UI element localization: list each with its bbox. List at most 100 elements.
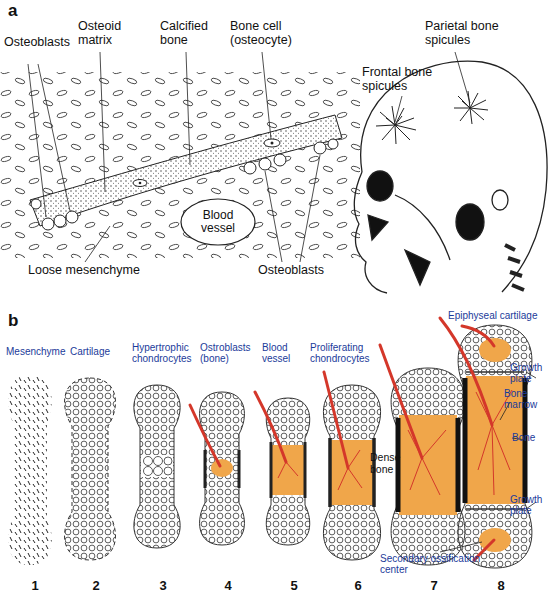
- stage-label: Epiphyseal cartilage: [448, 310, 553, 321]
- cartilage-model: [391, 368, 465, 565]
- stage-label: Mesenchyme: [6, 346, 70, 357]
- marrow-cavity: [399, 415, 457, 515]
- stage-number: 3: [153, 579, 173, 593]
- leader-lines: [265, 171, 282, 262]
- osteocyte: [264, 139, 280, 147]
- cartilage-model: [65, 378, 116, 560]
- infant-head: [354, 61, 547, 293]
- hypertrophic-cells: [144, 457, 173, 476]
- vessel-branches: [278, 462, 298, 478]
- part-label: Bone cell (osteocyte): [230, 20, 320, 48]
- bone-spicules: [454, 91, 488, 124]
- leader-lines: [262, 52, 271, 139]
- stage-label: Dense bone: [370, 452, 400, 475]
- blood-vessels: [255, 392, 286, 462]
- bone-collar: [270, 442, 273, 498]
- stage-label: Hypertrophic chondrocytes: [132, 342, 202, 364]
- cartilage-model: [200, 392, 245, 545]
- stage-label: Secondary ossification center: [380, 553, 490, 575]
- hypertrophic-cells: [144, 467, 153, 476]
- stage-label: Bone: [512, 432, 552, 443]
- ossification-center: [211, 459, 233, 477]
- leader-lines: [85, 226, 110, 262]
- stage-number: 7: [424, 579, 444, 593]
- osteoblast-cells: [314, 142, 326, 154]
- part-a: [0, 52, 547, 293]
- bone-collar: [238, 450, 241, 488]
- osteocyte: [133, 139, 280, 187]
- bone-spicules: [376, 106, 416, 144]
- leader-lines: [186, 52, 190, 165]
- osteocyte: [271, 142, 274, 145]
- infant-head: [368, 215, 388, 240]
- part-label: Calcified bone: [160, 20, 224, 48]
- mesenchyme-condensation: [8, 375, 51, 565]
- vessel-branches: [278, 390, 512, 495]
- panel-letter: a: [8, 2, 38, 21]
- osteoblast-cells: [66, 211, 78, 223]
- blood-vessels: [380, 345, 422, 458]
- vessel-branches: [338, 450, 362, 490]
- leader-lines: [440, 542, 482, 552]
- stage-number: 2: [86, 579, 106, 593]
- part-label: Osteoblasts: [258, 264, 358, 278]
- osteoblast-cells: [274, 154, 286, 166]
- osteoblast-cells: [328, 139, 338, 149]
- node-text-wrap: Blood vessel: [180, 198, 256, 246]
- leader-lines: [455, 52, 470, 103]
- osteoblast-cells: [244, 162, 256, 174]
- bone-collar: [304, 442, 307, 498]
- part-label: Frontal bone spicules: [362, 66, 442, 94]
- hypertrophic-zone: [141, 455, 173, 477]
- stage-label: Bone marrow: [504, 388, 553, 410]
- stage-label: Cartilage: [70, 346, 130, 357]
- part-label: Osteoid matrix: [78, 20, 142, 48]
- vessel-outline: [181, 199, 255, 245]
- stage-label: Growth plate: [510, 494, 553, 516]
- infant-head: [405, 250, 430, 285]
- dense-bone: [463, 378, 468, 503]
- leader-lines: [38, 64, 70, 211]
- part-label: Parietal bone spicules: [425, 20, 515, 48]
- stage-label: Proliferating chondrocytes: [310, 342, 390, 364]
- vessel-ellipse: Blood vessel: [180, 198, 256, 246]
- hypertrophic-cells: [164, 457, 172, 465]
- infant-head: [361, 61, 547, 292]
- infant-head: [505, 245, 524, 290]
- hypertrophic-cells: [144, 457, 153, 466]
- osteoblast-cells: [31, 199, 41, 209]
- bone-collar: [328, 438, 332, 507]
- leader-lines: [300, 155, 320, 262]
- stage-number: 5: [284, 579, 304, 593]
- blood-vessels: [462, 326, 494, 346]
- osteocyte: [133, 180, 147, 187]
- stage-label: Blood vessel: [262, 342, 304, 364]
- part-b: [8, 318, 536, 568]
- infant-head: [456, 204, 484, 240]
- stage-number: 1: [25, 579, 45, 593]
- infant-head: [395, 195, 450, 260]
- stage-number: 6: [348, 579, 368, 593]
- dense-bone: [396, 418, 401, 512]
- leader-lines: [28, 52, 470, 262]
- blood-vessels: [190, 405, 220, 466]
- infant-head: [367, 171, 393, 201]
- calcified-bone-stipple: [30, 115, 342, 226]
- hypertrophic-cells: [164, 467, 172, 475]
- panel-letter: b: [8, 312, 38, 331]
- primary-ossification: [272, 445, 304, 495]
- node-text: Blood vessel: [193, 209, 243, 235]
- hypertrophic-cells: [154, 467, 163, 476]
- infant-head: [492, 190, 508, 210]
- stage-number: 8: [491, 579, 511, 593]
- bone-collar: [204, 450, 207, 488]
- osteoblast-cells: [259, 158, 271, 170]
- part-label: Loose mesenchyme: [28, 264, 158, 278]
- hypertrophic-cells: [154, 457, 163, 466]
- cartilage-model: [134, 385, 180, 548]
- leader-lines: [100, 52, 105, 192]
- dense-bone: [456, 418, 461, 512]
- vessel-branches: [408, 430, 446, 495]
